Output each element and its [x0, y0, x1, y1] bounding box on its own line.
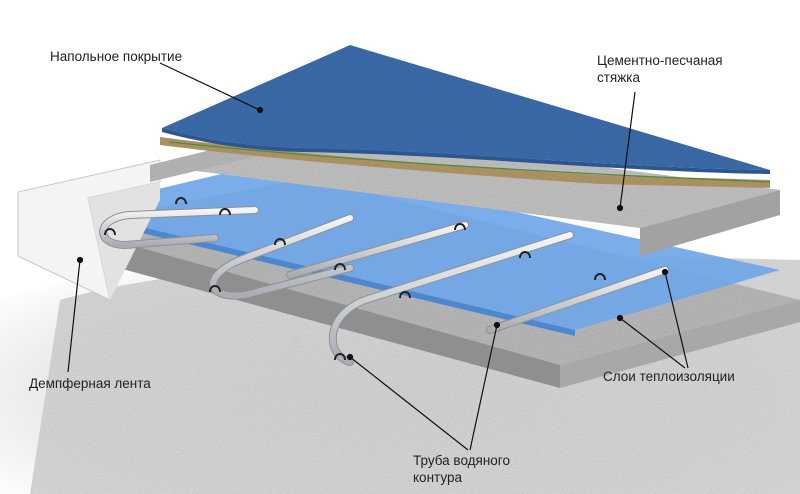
screed-slab-top	[150, 128, 780, 228]
leader-insulation-2	[619, 317, 686, 369]
pipe-clips	[104, 197, 606, 361]
sand-green-line	[169, 141, 771, 183]
leader-floor-covering	[159, 62, 261, 111]
pipe-clip-icon	[274, 238, 286, 246]
pipe-clip-icon	[175, 197, 187, 205]
insulation-slab-front	[60, 225, 560, 388]
leader-pipe-2	[469, 324, 498, 451]
label-pipe: Труба водяного контура	[413, 452, 510, 486]
pipe-tail	[288, 332, 308, 378]
pipe-clip-icon	[219, 208, 231, 216]
pipe-clip-icon	[104, 228, 116, 236]
label-screed: Цементно-песчаная стяжка	[597, 52, 723, 86]
floor-covering	[162, 45, 770, 170]
insulation-slab-side	[560, 300, 800, 388]
label-floor-covering: Напольное покрытие	[50, 49, 183, 64]
leader-damper-tape	[67, 259, 81, 373]
screed-slab-front	[640, 190, 780, 256]
pipe-clip-icon	[519, 251, 531, 259]
pipe-clip-icon	[454, 223, 466, 231]
label-pipe-line1: Труба водяного	[413, 453, 510, 468]
leader-insulation-1	[664, 271, 689, 369]
pipe-clip-icon	[334, 263, 346, 271]
leader-lines	[67, 62, 689, 451]
pipe-clip-icon	[399, 291, 411, 299]
leader-screed	[619, 91, 636, 209]
leader-pipe-1	[349, 356, 469, 451]
label-screed-line2: стяжка	[597, 70, 640, 85]
label-screed-line1: Цементно-песчаная	[597, 53, 723, 68]
pipe-clip-icon	[594, 273, 606, 281]
sand-layer	[160, 137, 770, 188]
heating-pipe	[99, 206, 669, 378]
pipe-clip-icon	[209, 285, 221, 293]
label-damper-tape: Демпферная лента	[29, 376, 151, 391]
pipe-clip-icon	[334, 353, 346, 361]
floor-covering-edge	[162, 128, 770, 174]
label-pipe-line2: контура	[413, 470, 462, 485]
label-insulation-layers: Слои теплоизоляции	[603, 369, 735, 384]
